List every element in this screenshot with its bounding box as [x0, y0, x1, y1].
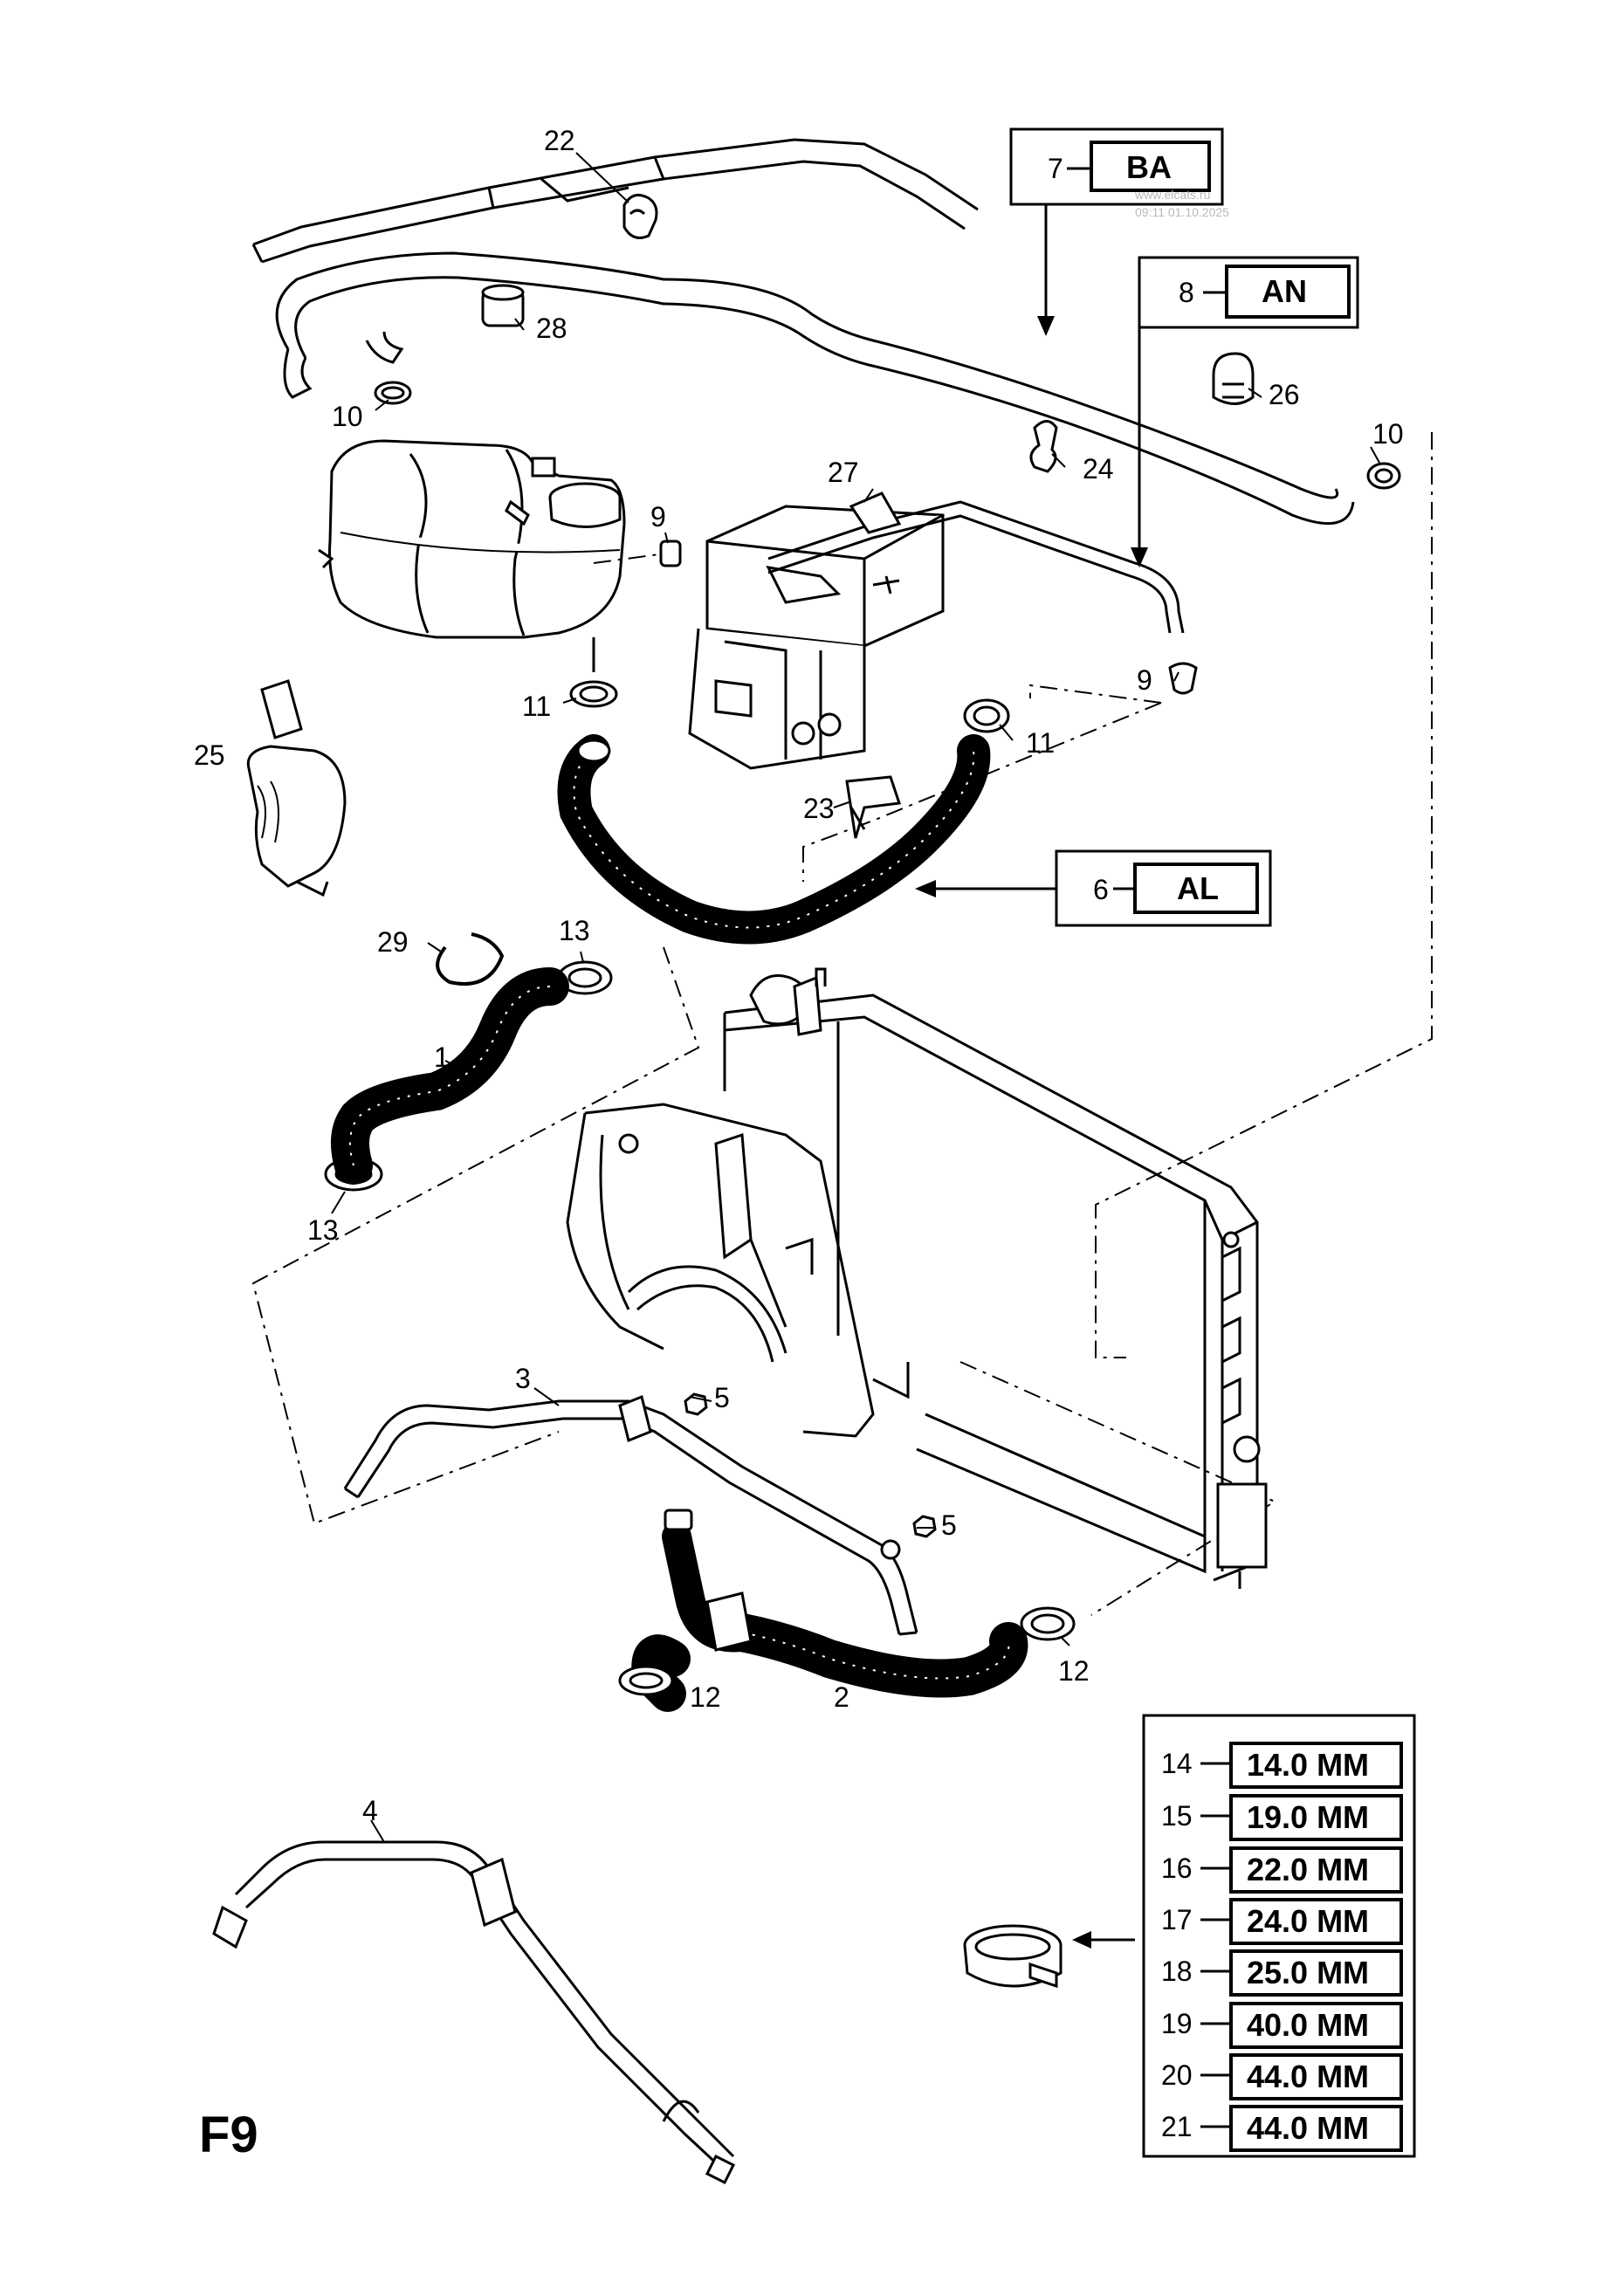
radiator [723, 967, 1268, 1589]
callout-1: 1 [434, 1041, 450, 1073]
callout-22: 22 [544, 125, 575, 156]
size-row-21-number: 21 [1161, 2111, 1193, 2142]
clip-29 [436, 932, 505, 986]
callout-26: 26 [1269, 379, 1300, 410]
clip-22 [622, 193, 658, 239]
callout-10-right: 10 [1372, 418, 1404, 450]
size-row-16-value: 22.0 MM [1247, 1852, 1369, 1887]
page-code: F9 [199, 2107, 258, 2163]
code-box-7-code: BA [1126, 149, 1172, 185]
size-row-18: 18 25.0 MM [1161, 1949, 1403, 1997]
callout-9-left: 9 [650, 501, 666, 533]
size-row-14-number: 14 [1161, 1748, 1193, 1779]
code-box-6: 6 AL [915, 849, 1272, 927]
size-row-16: 16 22.0 MM [1161, 1846, 1403, 1894]
watermark-site: www.elcats.ru [1134, 188, 1210, 202]
long-hose-ba [275, 251, 1355, 526]
callout-2: 2 [834, 1681, 849, 1713]
code-box-8-code: AN [1262, 273, 1307, 309]
callout-leaders [331, 152, 1380, 1843]
callout-11-left: 11 [522, 691, 551, 722]
size-row-19-number: 19 [1161, 2008, 1193, 2039]
clip-26 [1212, 352, 1255, 405]
watermark: www.elcats.ru 09:11 01.10.2025 [1134, 188, 1229, 219]
abs-module-27 [688, 505, 945, 770]
nut-5-bottom [912, 1515, 937, 1538]
size-row-21-value: 44.0 MM [1247, 2110, 1369, 2146]
pipe-4 [212, 1840, 736, 2185]
size-row-21: 21 44.0 MM [1161, 2105, 1403, 2152]
code-box-6-number: 6 [1093, 874, 1109, 905]
size-row-20: 20 44.0 MM [1161, 2053, 1403, 2100]
clip-24 [1029, 420, 1058, 473]
code-box-8: 8 AN [1131, 256, 1359, 567]
callout-3: 3 [515, 1363, 531, 1394]
watermark-timestamp: 09:11 01.10.2025 [1135, 205, 1229, 219]
callout-25: 25 [194, 739, 225, 771]
bleed-tube-an [767, 500, 1185, 634]
callout-5-bottom: 5 [941, 1509, 957, 1541]
expansion-tank [318, 439, 626, 672]
hose-clamp-13-top [557, 960, 613, 995]
size-row-14-value: 14.0 MM [1247, 1747, 1369, 1783]
code-box-7: 7 BA [1009, 127, 1224, 336]
callout-12-left: 12 [690, 1681, 721, 1713]
size-row-17: 17 24.0 MM [1161, 1898, 1403, 1945]
size-row-19-value: 40.0 MM [1247, 2007, 1369, 2043]
size-row-20-value: 44.0 MM [1247, 2059, 1369, 2094]
hose-6-al [557, 734, 991, 945]
hose-clamp-12-right [1020, 1606, 1076, 1641]
bracket-27 [849, 492, 902, 534]
hose-clamp-size-variants [963, 1924, 1063, 1989]
size-row-17-number: 17 [1161, 1904, 1193, 1935]
callout-27: 27 [828, 457, 859, 488]
hose-clamp-12-left [618, 1665, 674, 1696]
callout-23: 23 [803, 793, 835, 824]
size-row-15: 15 19.0 MM [1161, 1794, 1403, 1841]
clamp-size-table: 14 14.0 MM 15 19.0 MM 16 22.0 MM 17 24.0… [1142, 1714, 1416, 2158]
hose-2 [631, 1509, 1028, 1712]
size-row-17-value: 24.0 MM [1247, 1903, 1369, 1939]
callout-4: 4 [362, 1795, 378, 1826]
callout-11-right: 11 [1026, 727, 1055, 759]
size-row-18-value: 25.0 MM [1247, 1955, 1369, 1990]
size-row-15-number: 15 [1161, 1800, 1193, 1832]
hose-clamp-9-right [1168, 662, 1198, 695]
size-row-15-value: 19.0 MM [1247, 1799, 1369, 1835]
hose-clamp-10-left [374, 381, 412, 405]
callout-10-left: 10 [332, 401, 363, 432]
size-row-16-number: 16 [1161, 1853, 1193, 1884]
callout-numbers: 22 28 10 10 26 24 27 9 9 11 11 25 23 29 … [194, 125, 1404, 1826]
callout-5-top: 5 [714, 1382, 730, 1413]
callout-24: 24 [1083, 453, 1114, 485]
callout-13-bottom: 13 [307, 1214, 339, 1246]
callout-13-top: 13 [559, 915, 590, 946]
code-box-6-code: AL [1177, 870, 1219, 906]
cap-28 [481, 284, 525, 327]
size-row-19: 19 40.0 MM [1161, 2002, 1403, 2049]
size-row-18-number: 18 [1161, 1956, 1193, 1987]
hose-clamp-11-right [963, 698, 1010, 733]
hose-clamp-11-left [569, 680, 618, 708]
code-box-7-number: 7 [1048, 153, 1063, 184]
hose-1 [331, 967, 569, 1185]
pipe-3 [343, 1394, 918, 1636]
size-row-14: 14 14.0 MM [1161, 1742, 1403, 1789]
callout-28: 28 [536, 313, 567, 344]
callout-9-right: 9 [1137, 664, 1152, 696]
size-row-20-number: 20 [1161, 2059, 1193, 2091]
dashed-connector-lines [251, 432, 1433, 1616]
hose-clamp-9-left [659, 540, 682, 567]
code-box-8-number: 8 [1179, 277, 1194, 308]
bracket-23 [845, 775, 902, 839]
fan-shroud [566, 1103, 910, 1438]
callout-12-right: 12 [1058, 1655, 1090, 1687]
callout-29: 29 [377, 926, 409, 958]
hose-clamp-10-right [1366, 462, 1401, 490]
clamp-25 [246, 679, 347, 897]
top-bracket-rail [251, 138, 979, 264]
size-arrow [1072, 1931, 1135, 1949]
